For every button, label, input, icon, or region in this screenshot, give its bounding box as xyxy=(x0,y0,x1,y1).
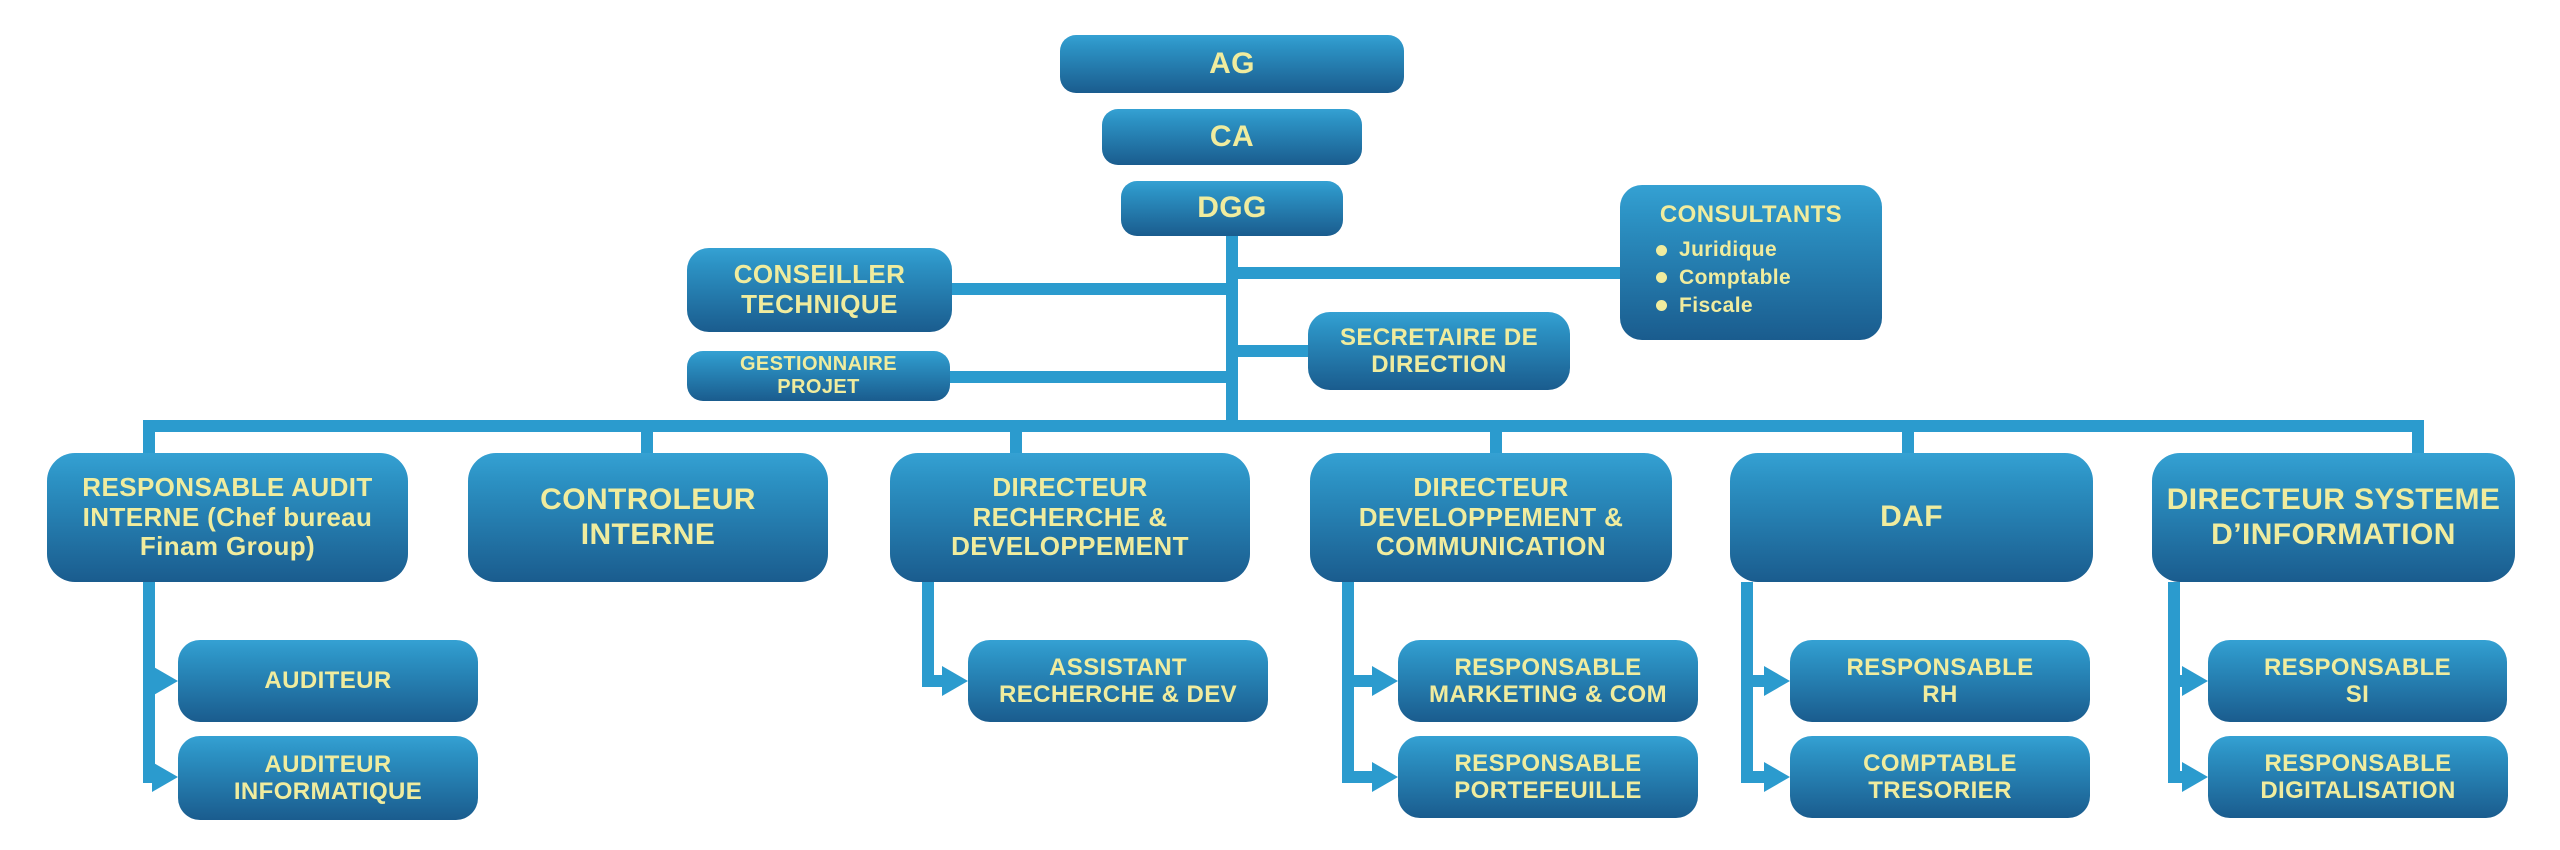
shaft-comptable xyxy=(1753,771,1766,783)
connector-secretaire xyxy=(1238,345,1308,357)
node-responsable-digitalisation: RESPONSABLE DIGITALISATION xyxy=(2208,736,2508,818)
node-responsable-rh: RESPONSABLE RH xyxy=(1790,640,2090,722)
bullet-dot-icon xyxy=(1656,244,1667,256)
node-secretaire-direction: SECRETAIRE DE DIRECTION xyxy=(1308,312,1570,390)
node-directeur-recherche-developpement: DIRECTEUR RECHERCHE & DEVELOPPEMENT xyxy=(890,453,1250,582)
arrow-resp-digital-icon xyxy=(2182,762,2208,792)
arrow-auditeur-info-icon xyxy=(152,762,178,792)
drop-audit xyxy=(143,432,155,453)
connector-gestionnaire xyxy=(950,371,1232,383)
node-auditeur: AUDITEUR xyxy=(178,640,478,722)
bullet-dot-icon xyxy=(1656,300,1667,312)
spine-daf xyxy=(1741,582,1753,783)
consultant-item-label: Fiscale xyxy=(1679,293,1754,317)
spine-dsi xyxy=(2168,582,2180,783)
connector-main-bar xyxy=(143,420,2424,432)
connector-consultants xyxy=(1238,267,1620,279)
shaft-resp-rh xyxy=(1753,675,1766,687)
connector-trunk xyxy=(1226,236,1238,432)
node-auditeur-informatique: AUDITEUR INFORMATIQUE xyxy=(178,736,478,820)
node-directeur-systeme-information: DIRECTEUR SYSTEME D’INFORMATION xyxy=(2152,453,2515,582)
connector-conseiller xyxy=(952,283,1232,295)
node-daf: DAF xyxy=(1730,453,2093,582)
drop-daf xyxy=(1902,432,1914,453)
arrow-comptable-icon xyxy=(1764,762,1790,792)
arrow-auditeur-icon xyxy=(152,666,178,696)
shaft-resp-portefeuille xyxy=(1354,771,1374,783)
list-item: Comptable xyxy=(1656,264,1791,292)
node-responsable-marketing-com: RESPONSABLE MARKETING & COM xyxy=(1398,640,1698,722)
list-item: Juridique xyxy=(1656,236,1777,264)
arrow-resp-rh-icon xyxy=(1764,666,1790,696)
arrow-resp-si-icon xyxy=(2182,666,2208,696)
bullet-dot-icon xyxy=(1656,272,1667,284)
consultants-title: CONSULTANTS xyxy=(1659,201,1843,228)
drop-controleur xyxy=(641,432,653,453)
node-responsable-si: RESPONSABLE SI xyxy=(2208,640,2507,722)
node-controleur-interne: CONTROLEUR INTERNE xyxy=(468,453,828,582)
node-consultants: CONSULTANTS Juridique Comptable Fiscale xyxy=(1620,185,1882,340)
arrow-resp-portefeuille-icon xyxy=(1372,762,1398,792)
shaft-resp-marketing xyxy=(1354,675,1374,687)
list-item: Fiscale xyxy=(1656,292,1753,320)
drop-dsi xyxy=(2412,432,2424,453)
arrow-resp-marketing-icon xyxy=(1372,666,1398,696)
drop-dir-dev xyxy=(1490,432,1502,453)
arrow-assistant-rd-icon xyxy=(942,666,968,696)
node-ca: CA xyxy=(1102,109,1362,165)
node-directeur-developpement-communication: DIRECTEUR DEVELOPPEMENT & COMMUNICATION xyxy=(1310,453,1672,582)
node-comptable-tresorier: COMPTABLE TRESORIER xyxy=(1790,736,2090,818)
spine-audit xyxy=(143,582,155,783)
node-responsable-audit-interne: RESPONSABLE AUDIT INTERNE (Chef bureau F… xyxy=(47,453,408,582)
spine-dir-dev xyxy=(1342,582,1354,783)
drop-dir-rd xyxy=(1010,432,1022,453)
node-responsable-portefeuille: RESPONSABLE PORTEFEUILLE xyxy=(1398,736,1698,818)
node-gestionnaire-projet: GESTIONNAIRE PROJET xyxy=(687,351,950,401)
node-conseiller-technique: CONSEILLER TECHNIQUE xyxy=(687,248,952,332)
spine-dir-rd xyxy=(922,582,934,687)
node-assistant-recherche-dev: ASSISTANT RECHERCHE & DEV xyxy=(968,640,1268,722)
node-dgg: DGG xyxy=(1121,181,1343,236)
node-ag: AG xyxy=(1060,35,1404,93)
consultant-item-label: Comptable xyxy=(1679,266,1792,290)
consultant-item-label: Juridique xyxy=(1679,238,1778,262)
consultants-list: Juridique Comptable Fiscale xyxy=(1620,236,1791,319)
